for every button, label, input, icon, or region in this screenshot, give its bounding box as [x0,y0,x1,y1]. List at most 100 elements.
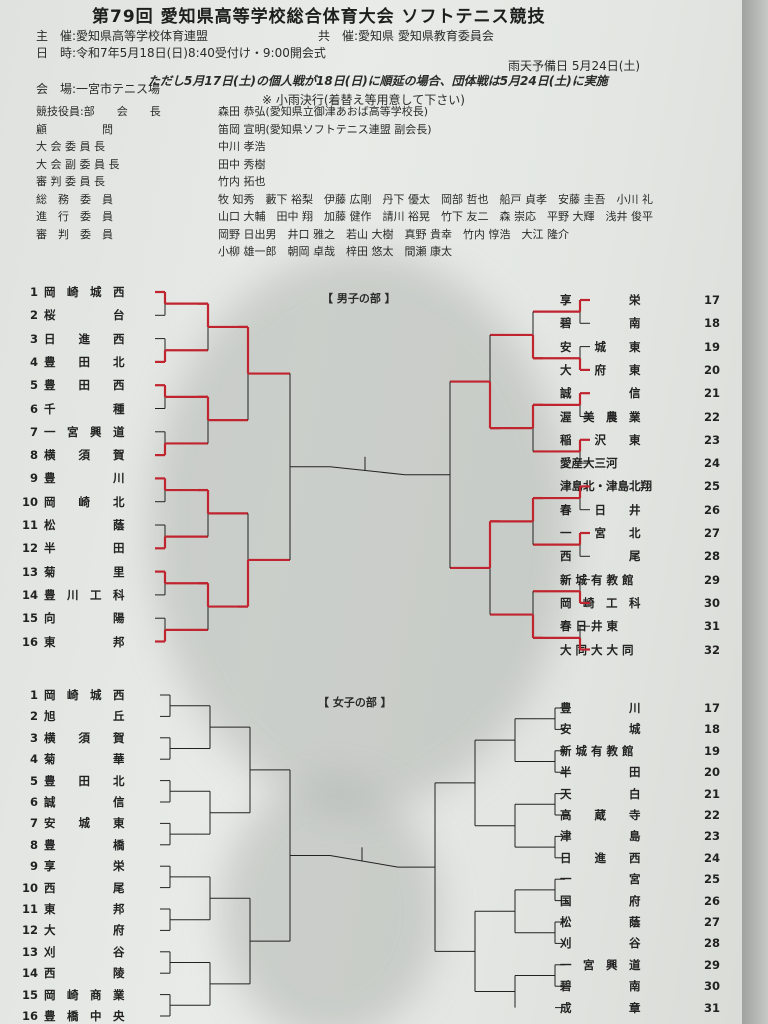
cosponsor: 共 催:愛知県 愛知県教育委員会 [318,29,494,43]
seed-number: 32 [703,642,720,657]
seed-number: 8 [29,448,38,463]
official-names: 竹内 拓也 [218,175,266,188]
seed-number: 18 [703,316,720,331]
school-name: 豊 橋 中 央 [44,1009,125,1023]
official-names: 岡野 日出男 井口 雅之 若山 大樹 真野 貴幸 竹内 惇浩 大江 隆介 [218,227,569,241]
team-entry: 5 豊 田 西 [18,377,156,393]
seed-number: 28 [703,936,720,951]
seed-number: 15 [21,987,38,1002]
seed-number: 21 [703,386,720,401]
team-entry: 刈 谷 28 [560,935,720,951]
team-entry: 新 城 有 教 館 19 [560,743,720,759]
school-name: 享 栄 [44,859,125,874]
official-role: 審 判 委 員 [36,227,113,241]
team-entry: 10 岡 崎 北 [18,494,156,510]
seed-number: 13 [21,564,38,579]
school-name: 刈 谷 [44,944,125,959]
seed-number: 15 [21,611,38,626]
seed-number: 17 [703,701,720,715]
school-name: 誠 信 [44,795,125,809]
seed-number: 3 [29,730,38,745]
school-name: 日 進 西 [560,850,641,865]
school-name: 西 陵 [44,966,125,981]
seed-number: 19 [703,743,720,758]
seed-number: 17 [703,293,720,307]
official-names: 中川 孝浩 [218,140,266,153]
team-entry: 4 豊 田 北 [18,354,156,370]
team-entry: 16 東 邦 [18,634,156,650]
seed-number: 16 [21,634,38,649]
school-name: 一 宮 興 道 [560,957,641,972]
seed-number: 4 [29,354,38,369]
seed-number: 14 [21,966,38,981]
school-name: 新 城 有 教 館 [560,743,634,758]
team-entry: 9 豊 川 [18,470,156,486]
official-role: 競技役員:部 会 長 [36,105,161,118]
school-name: 日 進 西 [44,331,125,346]
seed-number: 9 [29,471,38,486]
school-name: 豊 川 [560,701,641,715]
seed-number: 28 [703,549,720,564]
seed-number: 10 [21,494,38,509]
school-name: 安 城 [560,722,641,737]
official-role: 大 会 委 員 長 [36,140,105,153]
seed-number: 7 [29,816,38,831]
seed-number: 12 [21,541,38,556]
school-name: 千 種 [44,401,125,416]
seed-number: 27 [703,526,720,540]
postpone-note: ただし5月17日(土)の個人戦が18日(日)に順延の場合、団体戦は5月24日(土… [148,74,608,88]
seed-number: 23 [703,432,720,447]
seed-number: 25 [703,479,720,494]
school-name: 豊 川 [44,471,125,486]
organizer: 主 催:愛知県高等学校体育連盟 [36,29,209,43]
school-name: 刈 谷 [560,936,641,951]
boys-final-line [329,466,406,476]
school-name: 松 蔭 [560,915,641,929]
seed-number: 25 [703,872,720,887]
team-entry: 3 横 須 賀 [18,730,156,746]
school-name: 豊 田 北 [44,354,125,369]
school-name: 岡 崎 北 [44,494,125,509]
school-name: 東 邦 [44,634,125,649]
seed-number: 14 [21,587,38,602]
official-names: 小柳 雄一郎 朝岡 卓哉 梓田 悠太 間瀬 康太 [218,245,452,258]
seed-number: 21 [703,786,720,801]
seed-number: 26 [703,893,720,908]
seed-number: 5 [29,378,38,393]
seed-number: 2 [29,308,38,323]
seed-number: 1 [29,285,38,299]
school-name: 横 須 賀 [44,730,125,745]
seed-number: 2 [29,709,38,724]
team-entry: 12 大 府 [18,922,156,938]
hand-shadow [150,250,570,810]
school-name: 大 府 [44,923,125,938]
school-name: 豊 田 西 [44,378,125,393]
seed-number: 12 [21,923,38,938]
seed-number: 20 [703,765,720,780]
official-names: 笛岡 宣明(愛知県ソフトテニス連盟 副会長) [218,122,432,136]
official-role: 審 判 委 員 長 [36,175,105,188]
seed-number: 24 [703,456,720,471]
official-role: 総 務 委 員 [36,192,113,206]
